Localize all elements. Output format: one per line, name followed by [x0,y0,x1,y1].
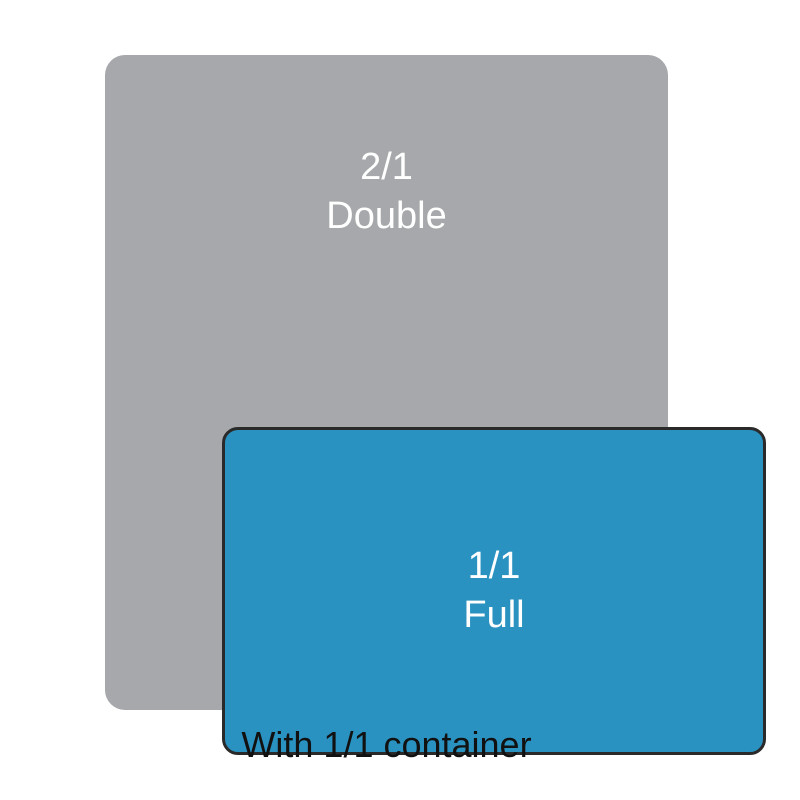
full-pan-name-text: Full [463,594,525,636]
double-pan-shape: 2/1 Double 1/1 Full [105,55,766,755]
full-pan-shape: 1/1 Full [222,427,766,755]
double-pan-size-text: 2/1 [360,146,413,188]
full-pan-size-text: 1/1 [467,545,521,588]
double-pan-label: 2/1 Double [105,143,668,240]
double-pan-name-text: Double [326,194,447,237]
full-pan-label: 1/1 Full [463,542,524,639]
diagram-caption: With 1/1 container [241,724,532,765]
